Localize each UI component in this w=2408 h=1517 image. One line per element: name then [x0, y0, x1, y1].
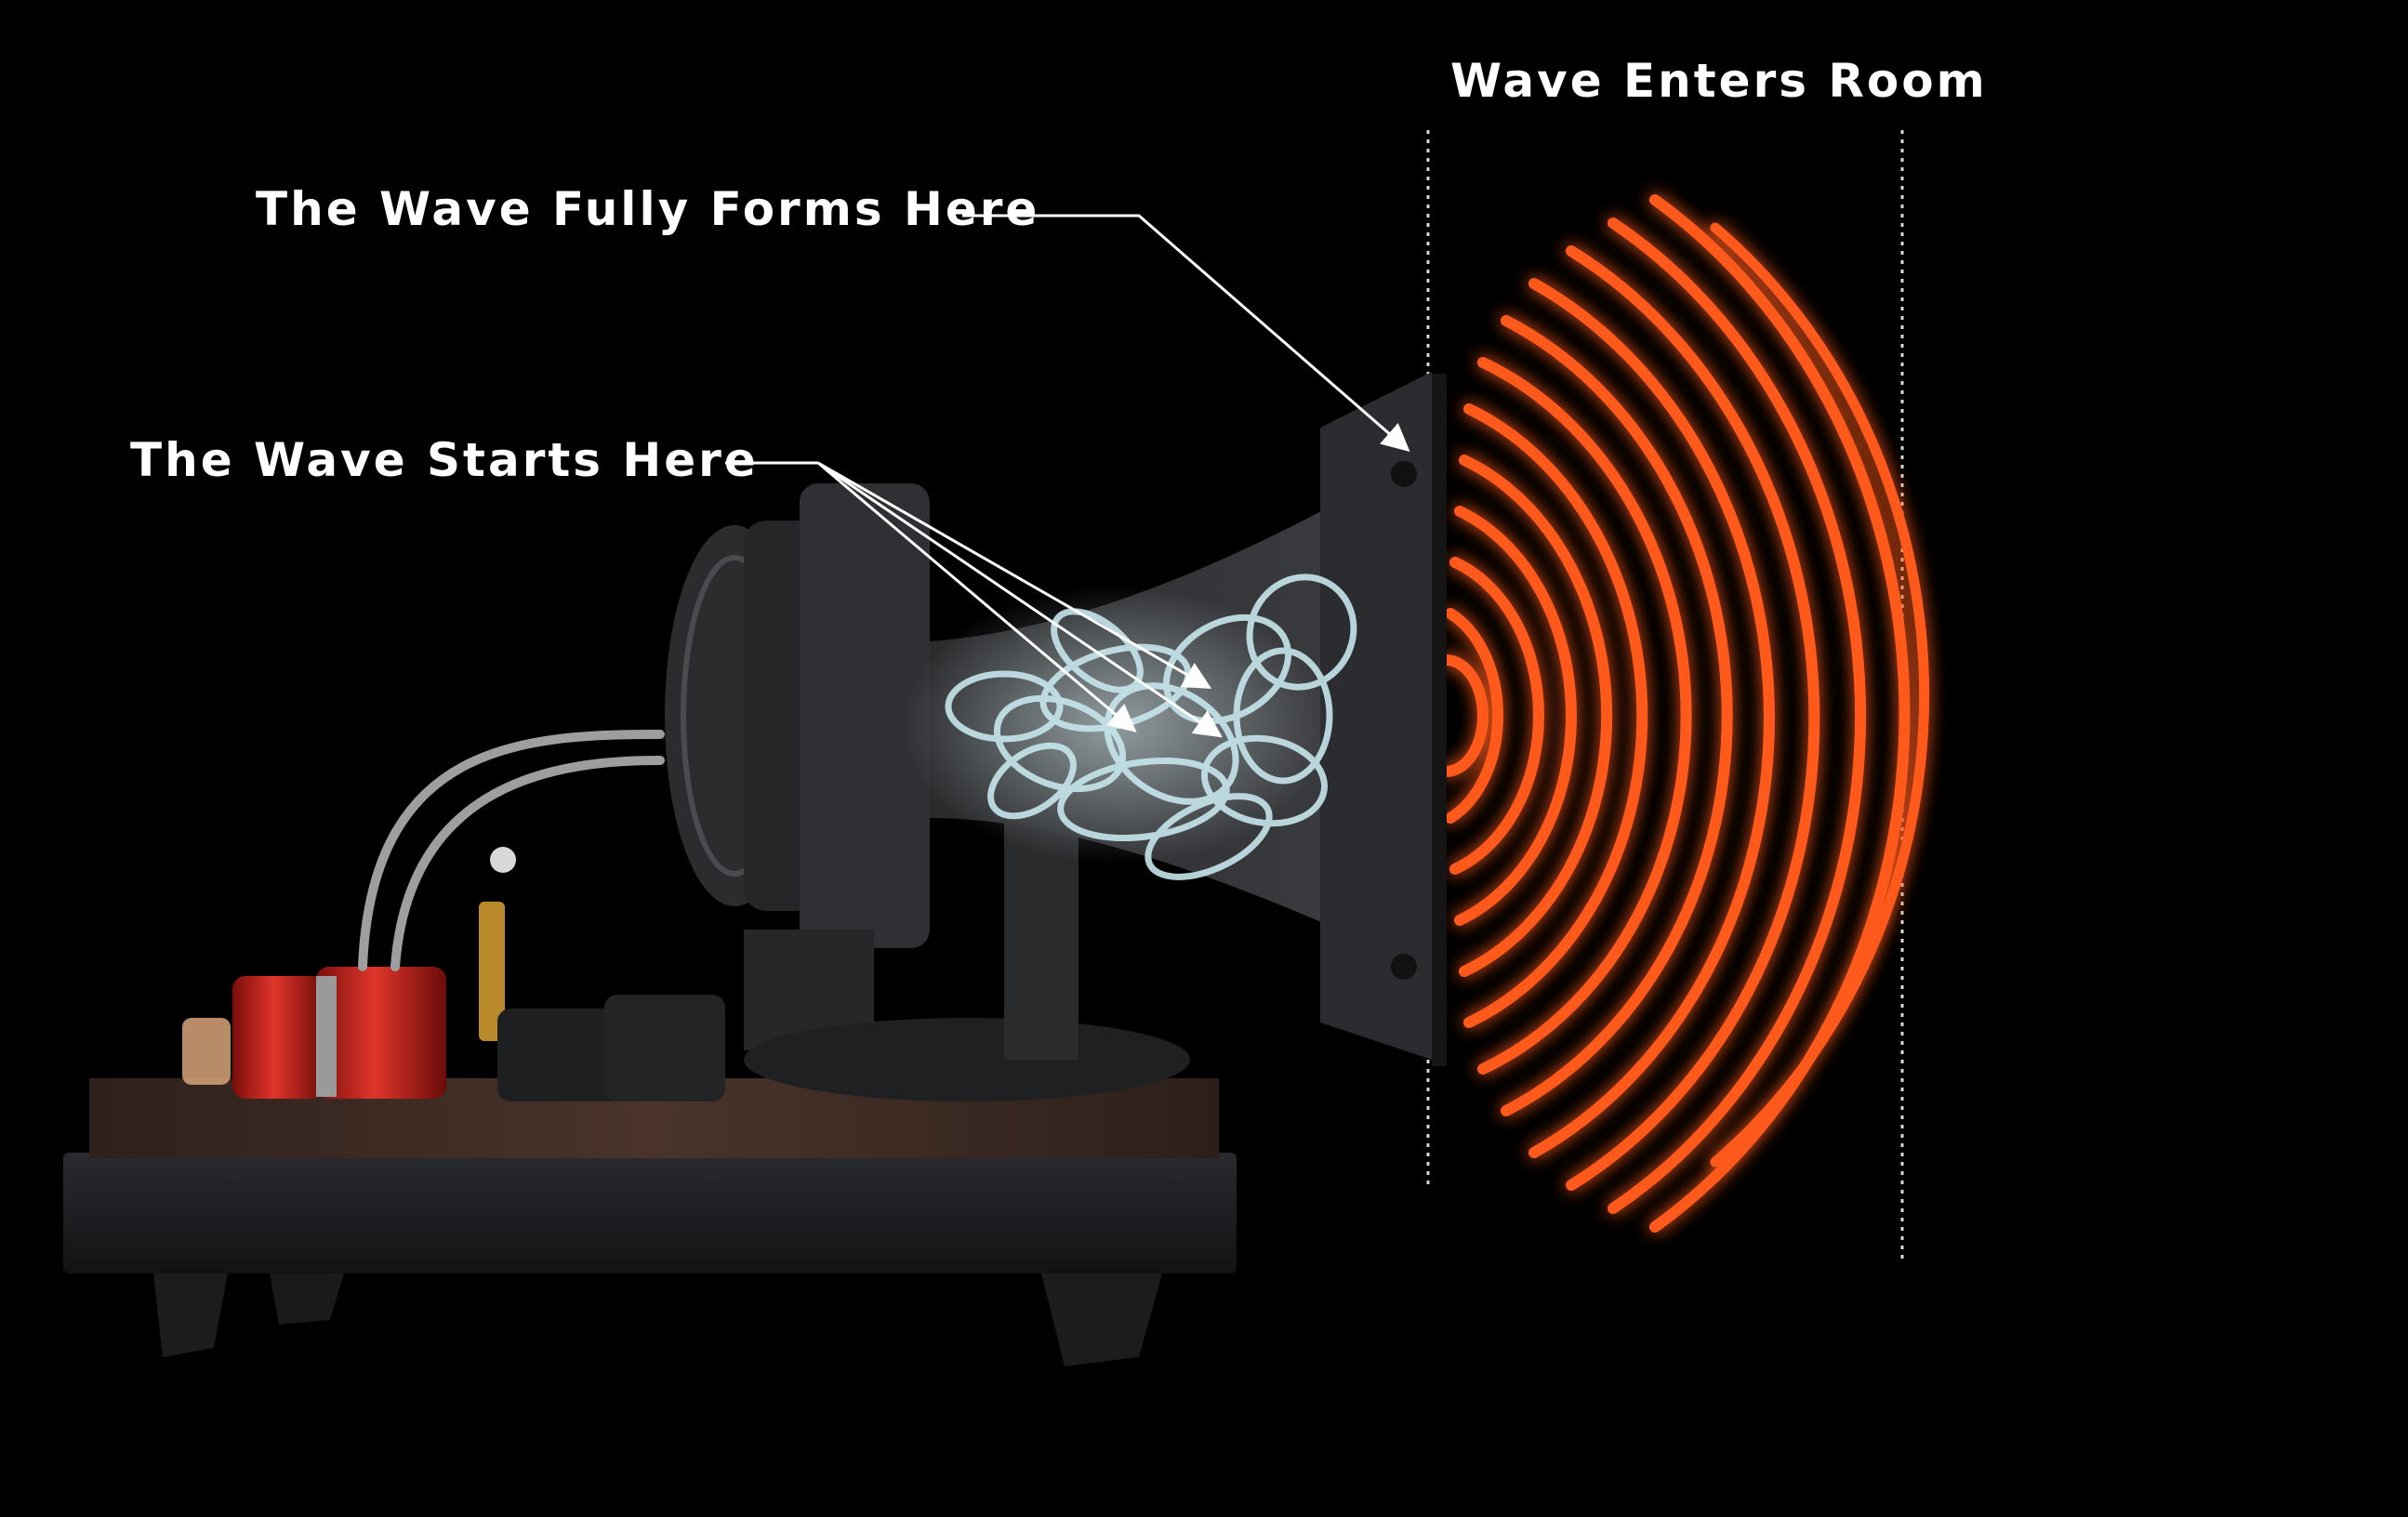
crossover-components: [182, 847, 725, 1101]
arrow-head-icon: [817, 461, 1223, 738]
horn-front-edge: [1432, 374, 1447, 1066]
capacitor-small: [182, 1018, 231, 1085]
label-wave-starts: The Wave Starts Here: [130, 433, 759, 487]
wave-ring: [1440, 654, 1488, 777]
horn-bolt-top: [1391, 461, 1417, 487]
speaker-cables: [358, 730, 665, 971]
film-capacitor-2: [604, 995, 725, 1101]
horn-bolt-bottom: [1391, 954, 1417, 980]
arrow-head-icon: [817, 461, 1212, 689]
inductor-coil-right: [316, 967, 446, 1099]
wave-ring: [1454, 506, 1577, 926]
speaker-driver: [665, 483, 1190, 1101]
leader-line-fully-forms: [962, 214, 1410, 452]
driver-frame: [800, 483, 930, 948]
coil-divider: [316, 976, 337, 1097]
wave-ring: [1463, 403, 1648, 1028]
wave-ring: [1449, 557, 1545, 875]
plinth-foot-center: [270, 1273, 344, 1325]
wave-ring: [1608, 218, 1867, 1214]
binding-post-knob: [490, 847, 516, 873]
leader-lines: [725, 214, 1410, 738]
cable-lower: [390, 756, 665, 971]
label-wave-fully-forms: The Wave Fully Forms Here: [256, 182, 1040, 236]
wave-ring: [1528, 278, 1775, 1158]
arrow-head-icon: [817, 461, 1137, 732]
wave-ring: [1566, 245, 1820, 1191]
label-wave-enters-room: Wave Enters Room: [1450, 54, 1988, 108]
sound-wave-rings: [1440, 194, 1930, 1233]
inductor-coil-left: [232, 976, 325, 1099]
binding-post: [479, 902, 505, 1041]
plinth-base: [63, 1153, 1237, 1273]
wave-ring: [1477, 357, 1692, 1075]
plinth-foot-right: [1041, 1273, 1162, 1366]
cable-upper: [358, 730, 665, 971]
wave-ring: [1445, 608, 1503, 824]
driver-stand-base: [744, 1018, 1190, 1101]
film-capacitor-1: [497, 1009, 628, 1101]
plinth-foot-left: [153, 1273, 228, 1357]
wave-ring: [1710, 222, 1930, 1167]
wave-ring: [1459, 455, 1613, 977]
speaker-plinth: [63, 1078, 1237, 1366]
horn-mouth-plate: [1320, 372, 1446, 1064]
wave-ring: [1501, 315, 1733, 1116]
